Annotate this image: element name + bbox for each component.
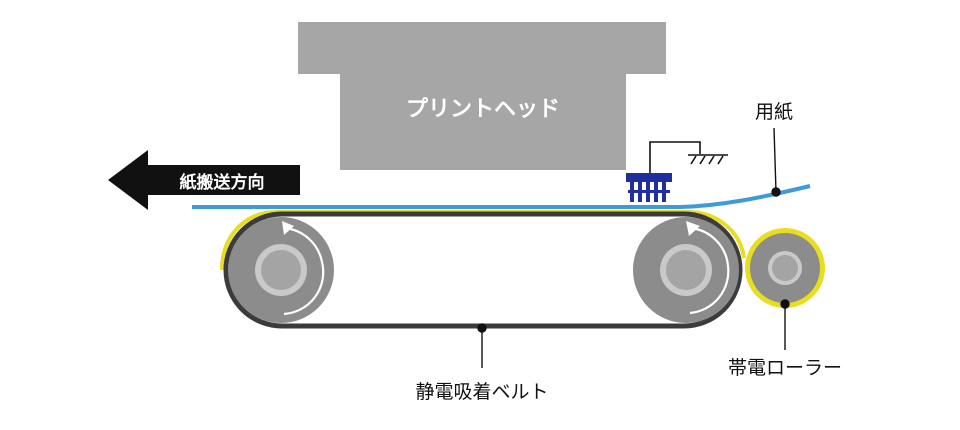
print-head: プリントヘッド bbox=[298, 22, 666, 170]
transport-direction-label: 紙搬送方向 bbox=[180, 172, 265, 193]
charging-roller-label: 帯電ローラー bbox=[728, 357, 842, 379]
paper-label: 用紙 bbox=[755, 101, 793, 123]
print-head-body bbox=[298, 22, 666, 170]
rotation-arrow-icon bbox=[283, 261, 325, 316]
print-head-label: プリントヘッド bbox=[406, 97, 560, 122]
arrow-left-icon bbox=[108, 150, 300, 210]
ground-wire bbox=[649, 141, 701, 174]
right-drive-roller bbox=[633, 217, 739, 323]
charge-brush-assembly bbox=[626, 141, 728, 202]
charge-brush-icon bbox=[626, 173, 672, 202]
belt-label: 静電吸着ベルト bbox=[415, 381, 548, 403]
leader-lines bbox=[477, 127, 790, 368]
charging-roller bbox=[745, 228, 825, 308]
left-drive-roller bbox=[228, 217, 334, 323]
transport-direction-arrow: 紙搬送方向 bbox=[108, 150, 300, 210]
ground-icon bbox=[690, 155, 724, 165]
paper-sheet bbox=[192, 184, 811, 209]
